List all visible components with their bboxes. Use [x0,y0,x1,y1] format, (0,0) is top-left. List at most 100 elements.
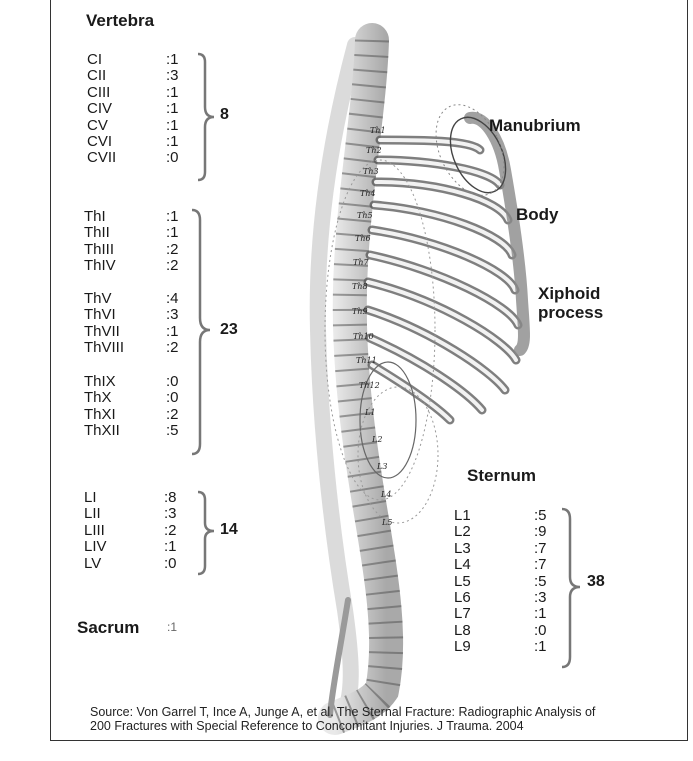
row-label: ThI [84,209,106,224]
vertebra-level-label: Th7 [353,258,369,267]
row-value: :7 [534,541,547,556]
row-value: :9 [534,524,547,539]
row-value: :2 [166,258,179,273]
vertebra-level-label: Th2 [366,146,382,155]
row-label: L4 [454,557,471,572]
row-label: L5 [454,574,471,589]
row-value: :0 [166,390,179,405]
row-label: CI [87,52,102,67]
row-label: ThIII [84,242,114,257]
row-label: CVII [87,150,116,165]
row-value: :1 [534,606,547,621]
vertebra-level-label: L4 [381,490,391,499]
vertebra-level-label: Th3 [363,167,379,176]
row-label: ThXI [84,407,116,422]
row-value: :3 [164,506,177,521]
row-value: :2 [166,407,179,422]
lumbar-total: 14 [220,521,238,539]
sternum-total: 38 [587,573,605,591]
vertebra-level-label: Th8 [352,282,368,291]
vertebra-level-label: Th6 [355,234,371,243]
row-label: L8 [454,623,471,638]
row-label: CII [87,68,106,83]
row-label: ThIV [84,258,116,273]
row-value: :1 [166,225,179,240]
row-label: LI [84,490,97,505]
thoracic-brace [190,208,214,456]
row-value: :1 [166,209,179,224]
row-label: CVI [87,134,112,149]
row-label: ThX [84,390,112,405]
row-value: :3 [534,590,547,605]
row-value: :5 [534,508,547,523]
row-label: CV [87,118,108,133]
row-label: CIV [87,101,112,116]
sacrum-label: Sacrum [77,618,139,638]
vertebra-level-label: Th11 [356,356,377,365]
row-label: ThVII [84,324,120,339]
row-value: :2 [166,340,179,355]
row-label: L3 [454,541,471,556]
row-label: L9 [454,639,471,654]
row-label: ThXII [84,423,120,438]
row-value: :1 [166,52,179,67]
row-value: :1 [166,324,179,339]
row-value: :5 [534,574,547,589]
row-value: :8 [164,490,177,505]
row-label: ThII [84,225,110,240]
row-label: ThV [84,291,112,306]
vertebra-level-label: L5 [382,518,392,527]
row-value: :5 [166,423,179,438]
source-line-1: Source: Von Garrel T, Ince A, Junge A, e… [90,705,680,719]
row-value: :0 [164,556,177,571]
row-label: ThVIII [84,340,124,355]
manubrium-label: Manubrium [489,117,581,135]
row-value: :0 [166,374,179,389]
vertebra-title: Vertebra [86,11,154,31]
vertebra-level-label: L3 [377,462,387,471]
sacrum-value: :1 [167,620,177,634]
vertebra-level-label: Th4 [360,189,376,198]
vertebra-level-label: L1 [365,408,375,417]
body-label: Body [516,206,559,224]
cervical-total: 8 [220,106,229,124]
row-value: :1 [534,639,547,654]
vertebra-level-label: Th5 [357,211,373,220]
row-label: ThIX [84,374,116,389]
row-value: :2 [164,523,177,538]
row-value: :1 [164,539,177,554]
vertebra-level-label: Th1 [370,126,386,135]
row-label: LIV [84,539,107,554]
row-value: :1 [166,134,179,149]
sternum-brace [560,507,584,669]
thoracic-total: 23 [220,321,238,339]
vertebra-level-label: Th12 [359,381,380,390]
vertebra-level-label: Th10 [353,332,374,341]
row-label: L1 [454,508,471,523]
row-label: LII [84,506,101,521]
row-value: :0 [534,623,547,638]
row-label: CIII [87,85,110,100]
row-value: :2 [166,242,179,257]
row-value: :1 [166,118,179,133]
vertebra-level-label: L2 [372,435,382,444]
lumbar-brace [196,490,218,576]
row-value: :1 [166,85,179,100]
row-label: LV [84,556,101,571]
sternum-title: Sternum [467,466,536,486]
row-value: :3 [166,68,179,83]
row-value: :4 [166,291,179,306]
row-label: LIII [84,523,105,538]
row-value: :1 [166,101,179,116]
row-label: L2 [454,524,471,539]
row-label: L6 [454,590,471,605]
row-value: :3 [166,307,179,322]
cervical-brace [196,52,218,182]
row-value: :0 [166,150,179,165]
row-label: ThVI [84,307,116,322]
xiphoid-label-line2: process [538,304,603,322]
source-citation: Source: Von Garrel T, Ince A, Junge A, e… [90,705,680,735]
source-line-2: 200 Fractures with Special Reference to … [90,719,680,733]
vertebra-level-label: Th9 [352,307,368,316]
xiphoid-label-line1: Xiphoid [538,285,600,303]
